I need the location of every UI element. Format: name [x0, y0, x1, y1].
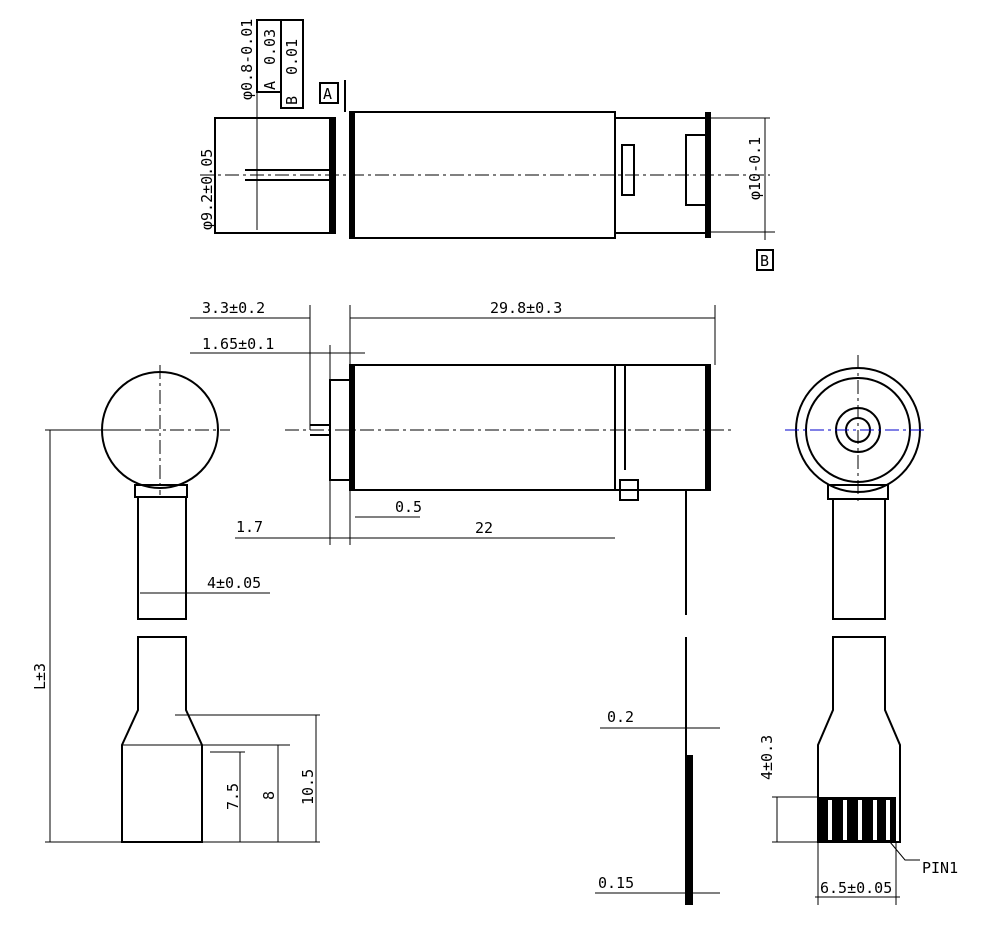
dim-can-len: 22	[475, 519, 493, 537]
frame-ref-2: B	[283, 96, 301, 105]
dim-boss: 1.7	[236, 518, 263, 536]
dim-pin-width: 6.5±0.05	[820, 879, 892, 897]
frame-ref-1: A	[261, 81, 279, 90]
dim-lead-width: 4±0.05	[207, 574, 261, 592]
top-view: 0.03 A 0.01 B A B φ0.8-0.01 φ9.2±0.05 φ1…	[198, 19, 775, 271]
side-view: 3.3±0.2 29.8±0.3 1.65±0.1 1.7 0.5 22	[190, 299, 735, 615]
dim-thk-015: 0.15	[598, 874, 634, 892]
dim-lead-len: L±3	[31, 663, 49, 690]
dim-body-dia: φ9.2±0.05	[198, 149, 216, 230]
dim-gap: 0.5	[395, 498, 422, 516]
pin1-label: PIN1	[922, 859, 958, 877]
dim-8: 8	[260, 791, 278, 800]
datum-b: B	[760, 252, 769, 270]
dim-shaft-dia: φ0.8-0.01	[238, 19, 256, 100]
dim-7-5: 7.5	[224, 783, 242, 810]
frame-value-2: 0.01	[283, 39, 301, 75]
dim-can-dia: φ10-0.1	[746, 137, 764, 200]
frame-value-1: 0.03	[261, 29, 279, 65]
dim-thk-02: 0.2	[607, 708, 634, 726]
right-view: 4±0.3 6.5±0.05 PIN1	[758, 355, 958, 905]
datum-a: A	[323, 85, 332, 103]
dim-shaft-len: 3.3±0.2	[202, 299, 265, 317]
dim-pin-len: 4±0.3	[758, 735, 776, 780]
dim-flange: 1.65±0.1	[202, 335, 274, 353]
left-view: 4±0.05 L±3 7.5 8 10.5	[31, 365, 320, 843]
dim-10-5: 10.5	[299, 769, 317, 805]
thickness-view: 0.2 0.15	[595, 637, 720, 905]
dim-total-len: 29.8±0.3	[490, 299, 562, 317]
